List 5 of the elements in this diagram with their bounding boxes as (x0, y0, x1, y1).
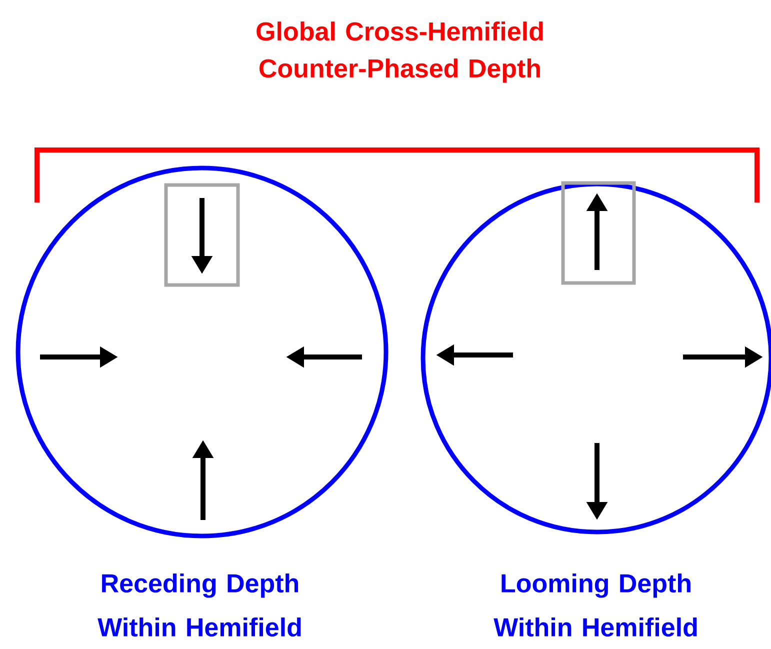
frame-box (561, 181, 636, 285)
title: Global Cross-Hemifield Counter-Phased Depth (256, 22, 543, 83)
circle-caption: Looming Depth Within Hemifield (494, 573, 697, 637)
circle-caption: Receding Depth Within Hemifield (98, 573, 301, 637)
frame-box (164, 183, 240, 287)
